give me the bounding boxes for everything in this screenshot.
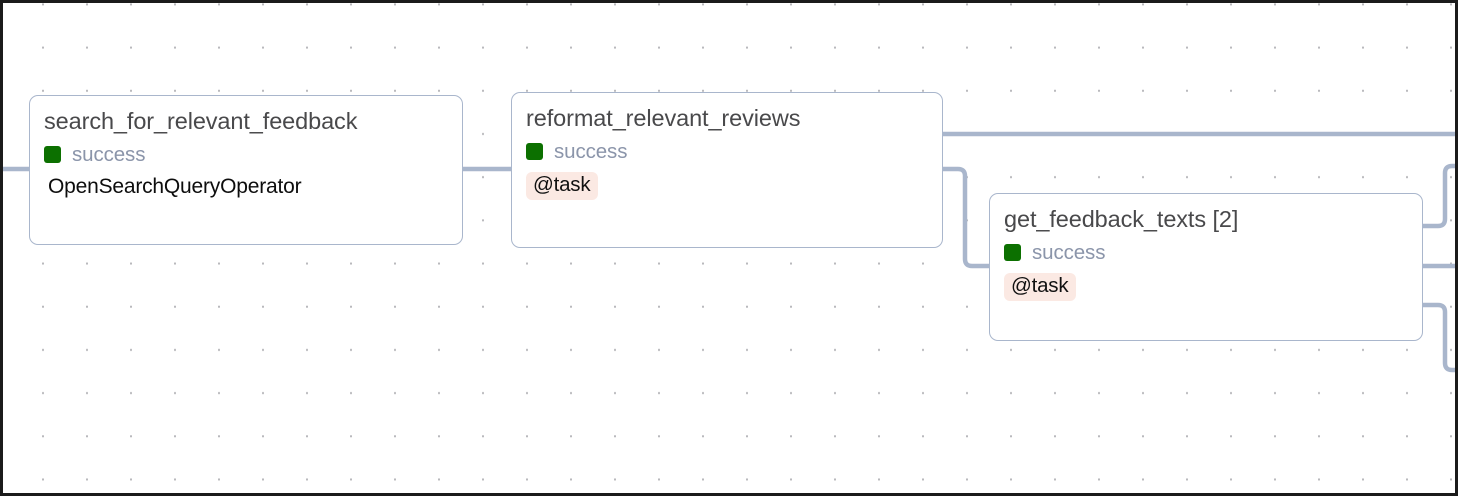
node-operator-label: OpenSearchQueryOperator bbox=[48, 175, 302, 199]
node-status-label: success bbox=[554, 139, 628, 163]
node-status-row: success bbox=[526, 139, 928, 164]
status-square-icon bbox=[44, 146, 61, 164]
node-status-row: success bbox=[44, 142, 448, 167]
node-tag-badge: @task bbox=[1004, 273, 1077, 302]
status-square-icon bbox=[526, 143, 543, 161]
node-status-label: success bbox=[1032, 240, 1106, 264]
edge-get-feedback-out-3 bbox=[1423, 302, 1455, 373]
edge-get-feedback-out-1 bbox=[1423, 163, 1455, 229]
node-status-label: success bbox=[72, 142, 146, 166]
node-tag-row: @task bbox=[526, 172, 928, 201]
node-tag-row: @task bbox=[1004, 273, 1408, 302]
graph-node-reformat-relevant-reviews[interactable]: reformat_relevant_reviews success @task bbox=[511, 92, 943, 248]
graph-node-search-for-relevant-feedback[interactable]: search_for_relevant_feedback success Ope… bbox=[29, 95, 463, 245]
edge-reformat-to-get-feedback bbox=[943, 166, 989, 269]
node-status-row: success bbox=[1004, 240, 1408, 265]
node-tag-badge: @task bbox=[526, 172, 599, 201]
graph-node-get-feedback-texts[interactable]: get_feedback_texts [2] success @task bbox=[989, 193, 1423, 341]
node-title: search_for_relevant_feedback bbox=[44, 108, 358, 134]
node-title: get_feedback_texts [2] bbox=[1004, 206, 1239, 232]
status-square-icon bbox=[1004, 244, 1021, 262]
node-title: reformat_relevant_reviews bbox=[526, 105, 801, 131]
